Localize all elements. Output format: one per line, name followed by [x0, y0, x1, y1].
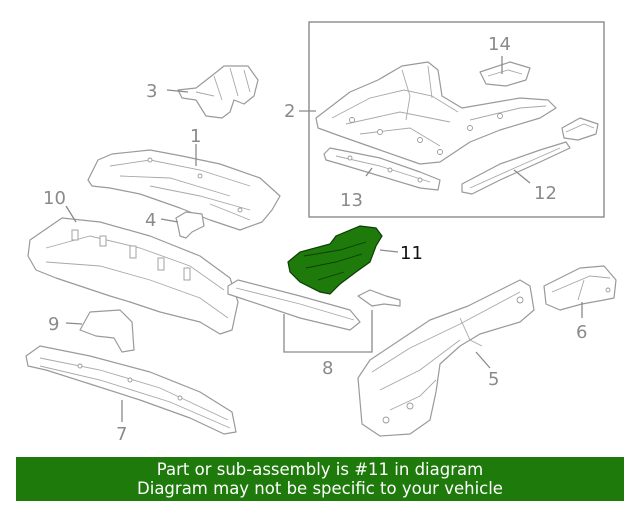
label-part-12: 12: [534, 183, 557, 204]
label-part-10: 10: [43, 188, 66, 209]
part-number-labels: 3 1 2 4 10 9 7 8 11 14 13 12 5 6: [43, 34, 587, 445]
part-13-crossmember[interactable]: [323, 147, 441, 191]
part-12-rail[interactable]: [461, 141, 571, 195]
part-11-highlighted[interactable]: [287, 225, 383, 295]
label-part-11: 11: [400, 243, 423, 264]
part-5-frame[interactable]: [357, 279, 535, 437]
leader-lines: [65, 56, 583, 422]
label-part-6: 6: [576, 322, 587, 343]
label-part-9: 9: [48, 314, 59, 335]
label-part-7: 7: [116, 424, 127, 445]
label-part-1: 1: [190, 126, 201, 147]
part-6-bracket[interactable]: [543, 265, 617, 311]
info-banner: Part or sub-assembly is #11 in diagram D…: [16, 457, 624, 501]
part-8-crossmember[interactable]: [227, 279, 361, 331]
label-part-8: 8: [322, 358, 333, 379]
part-8-bracket[interactable]: [357, 289, 401, 307]
label-part-2: 2: [284, 101, 295, 122]
part-14-bracket[interactable]: [479, 61, 531, 87]
banner-line-1: Part or sub-assembly is #11 in diagram: [156, 460, 484, 479]
bracket-small-right[interactable]: [561, 117, 599, 141]
part-2-floor-pan[interactable]: [315, 61, 557, 165]
label-part-13: 13: [340, 190, 363, 211]
part-7-rail[interactable]: [25, 345, 237, 435]
label-part-4: 4: [145, 210, 156, 231]
part-1-rear-panel[interactable]: [87, 149, 281, 231]
part-9-bracket[interactable]: [79, 309, 135, 353]
label-part-3: 3: [146, 81, 157, 102]
label-part-14: 14: [488, 34, 511, 55]
banner-line-2: Diagram may not be specific to your vehi…: [137, 479, 503, 498]
part-4-bracket[interactable]: [175, 211, 205, 239]
label-part-5: 5: [488, 369, 499, 390]
part-3-bracket[interactable]: [177, 65, 259, 119]
part-10-panel[interactable]: [27, 217, 239, 335]
